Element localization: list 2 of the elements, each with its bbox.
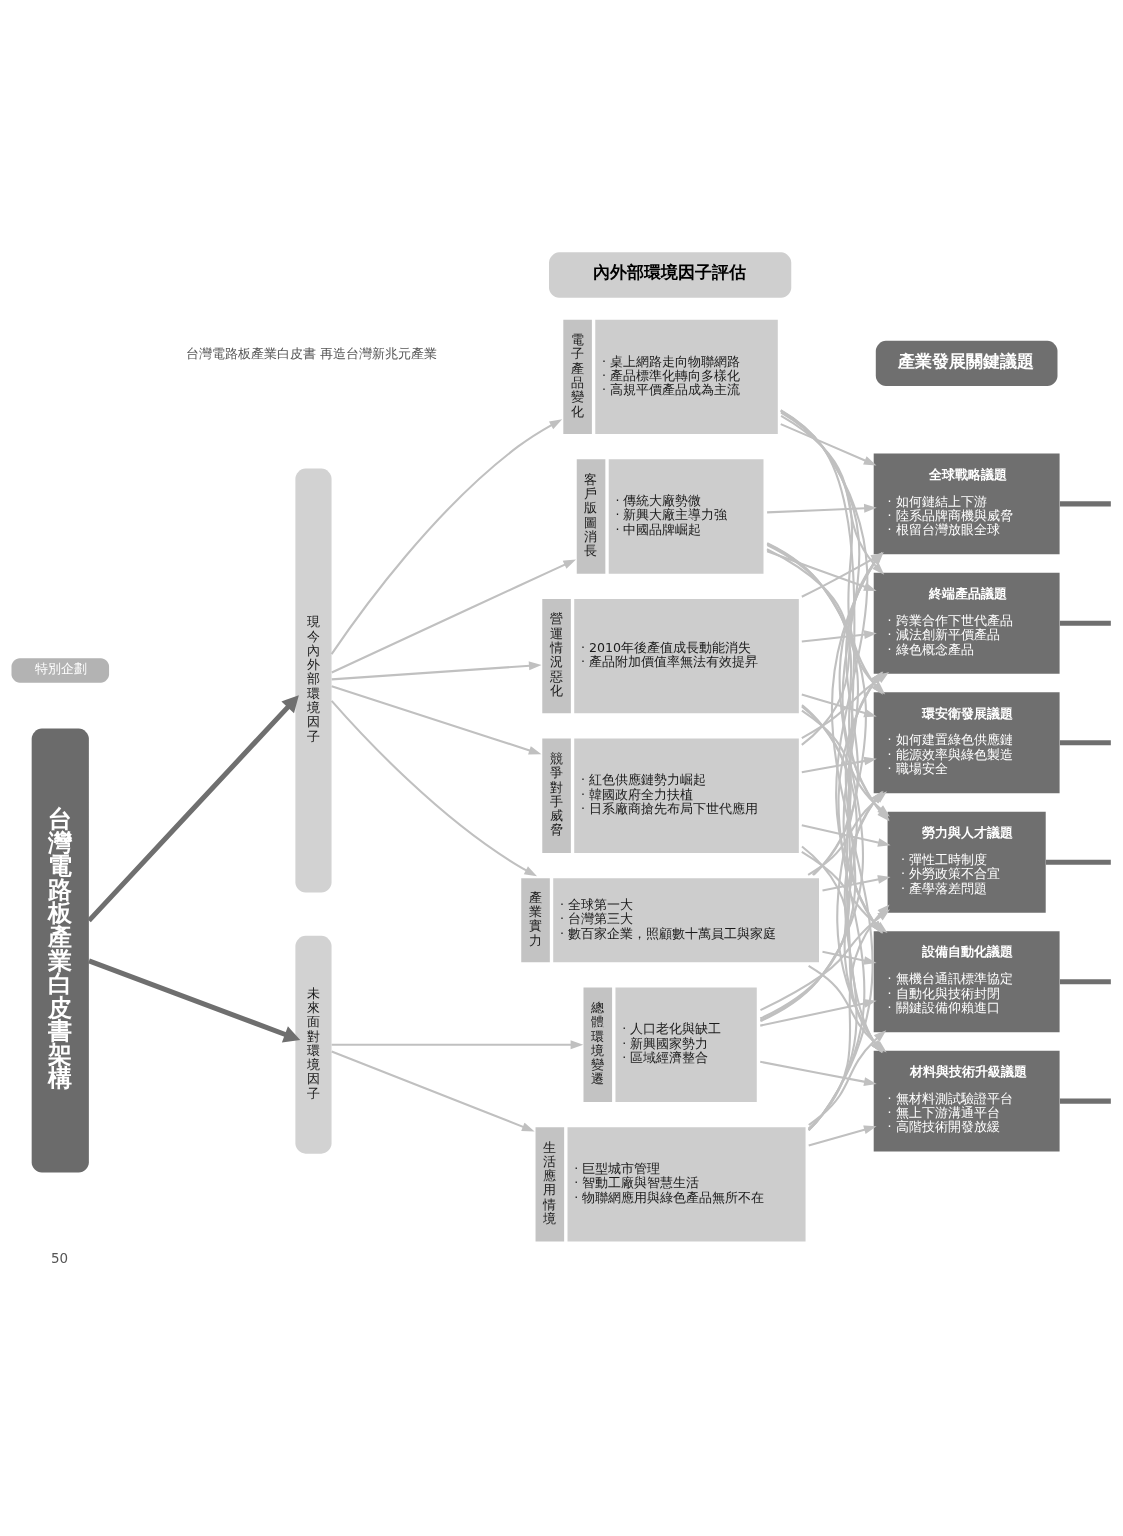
label: 50: [51, 1250, 69, 1266]
label: 台灣電路板產業白皮書 再造台灣新兆元產業: [185, 345, 437, 361]
